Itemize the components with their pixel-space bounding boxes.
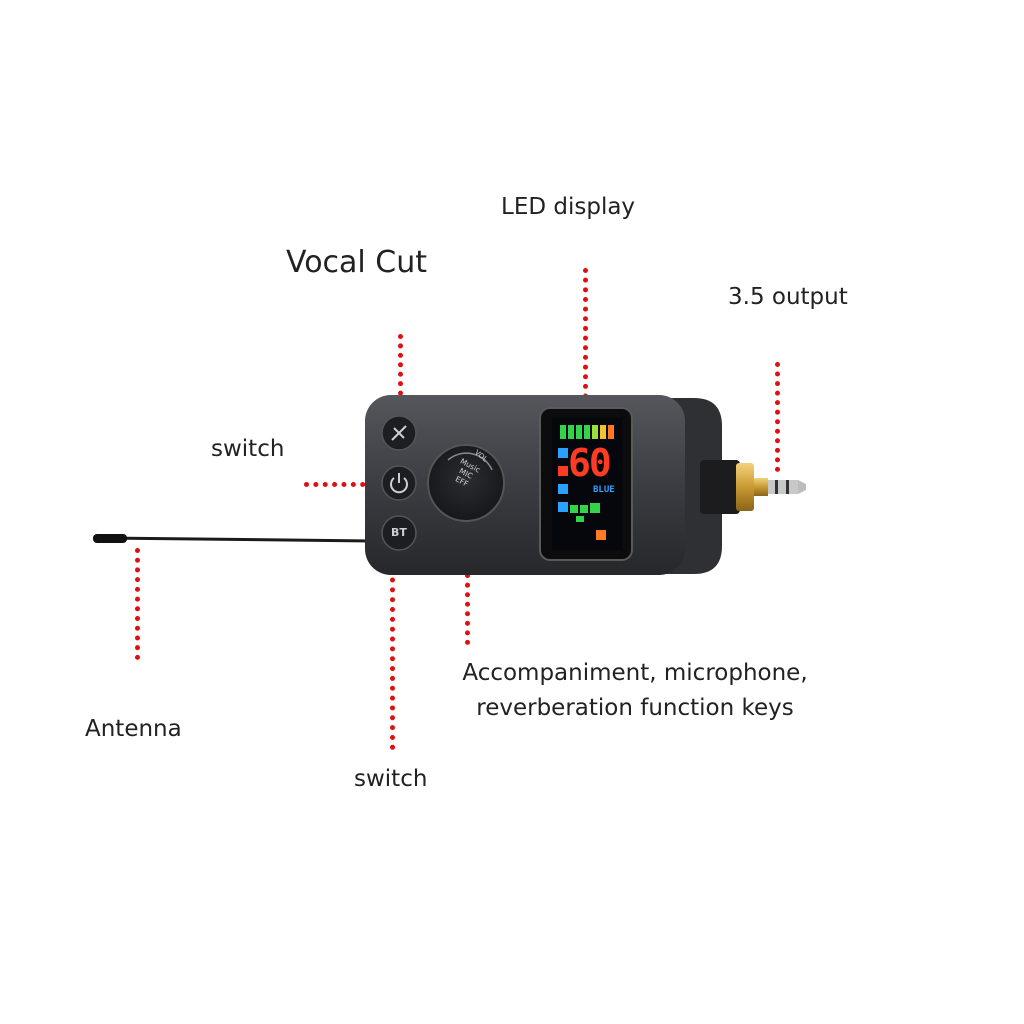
display-mode: BLUE (593, 485, 615, 495)
switch-top-label: switch (211, 436, 285, 462)
output-35-leader (775, 362, 780, 472)
led-display (539, 407, 633, 561)
bt-button-label: BT (391, 526, 407, 539)
function-keys-label: Accompaniment, microphone, reverberation… (440, 656, 830, 725)
antenna-leader (135, 548, 140, 660)
antenna-label: Antenna (85, 716, 182, 742)
switch-bottom-leader (390, 548, 395, 750)
led-display-leader (583, 268, 588, 418)
power-button[interactable] (381, 465, 417, 501)
power-icon (390, 473, 408, 494)
bt-button[interactable] (381, 515, 417, 551)
function-knob[interactable] (427, 444, 505, 522)
vocal-cut-leader (398, 334, 403, 424)
vocal-cut-button[interactable] (381, 415, 417, 451)
switch-top-leader (304, 482, 384, 487)
display-number: 60 (568, 441, 612, 485)
vocal-cut-label: Vocal Cut (286, 245, 428, 280)
led-display-label: LED display (501, 194, 636, 220)
output-35-label: 3.5 output (728, 284, 848, 310)
function-keys-line-1: Accompaniment, microphone, (462, 660, 808, 686)
function-keys-line-2: reverberation function keys (476, 694, 794, 721)
switch-bottom-label: switch (354, 766, 428, 792)
antenna (93, 534, 373, 543)
function-keys-leader (465, 535, 470, 645)
